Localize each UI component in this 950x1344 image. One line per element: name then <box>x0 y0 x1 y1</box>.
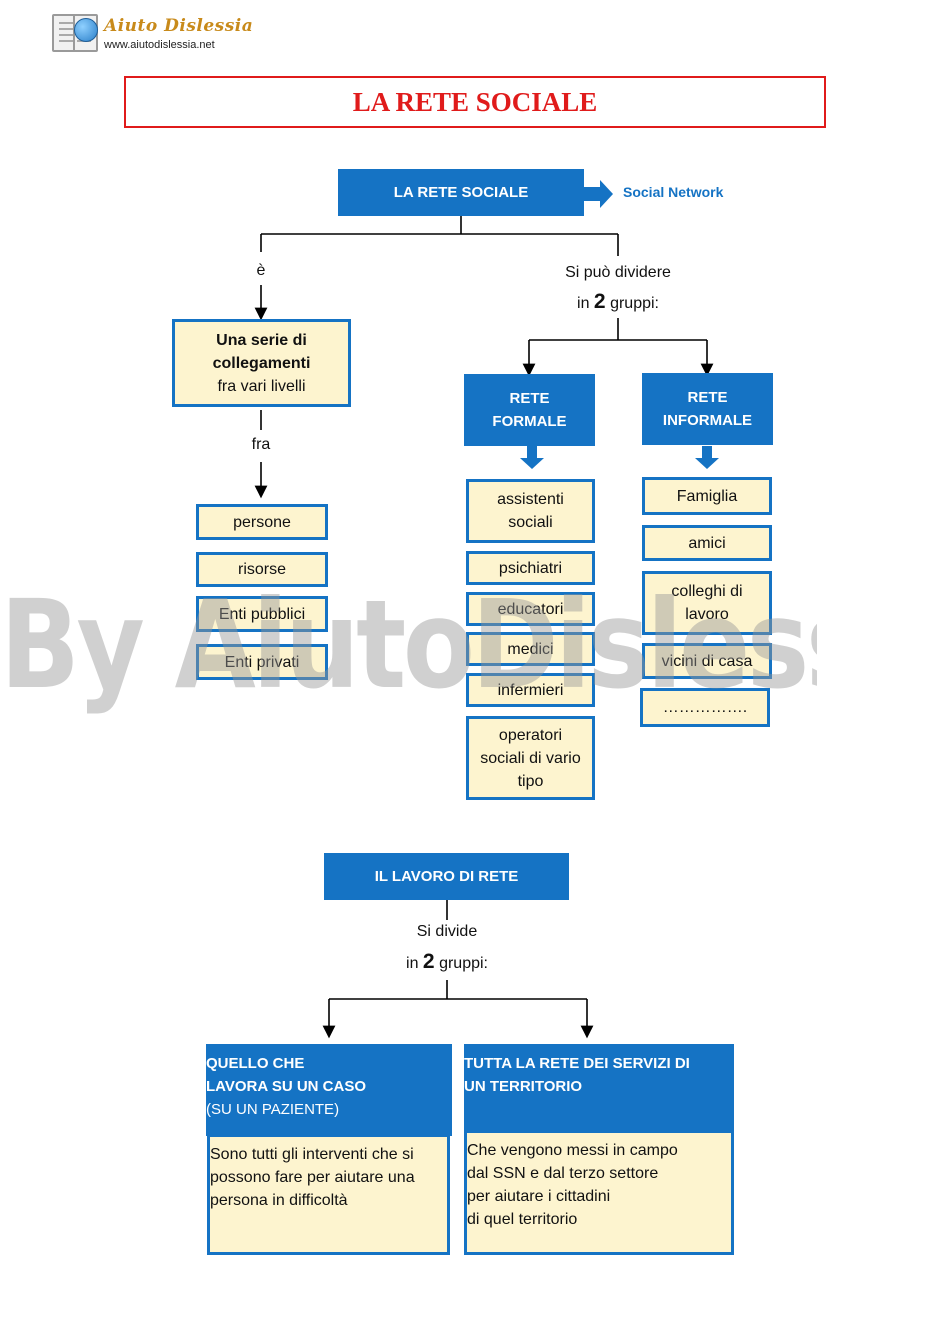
list-item-risorse: risorse <box>196 552 328 587</box>
logo-url: www.aiutodislessia.net <box>104 39 215 51</box>
caso-group-node: QUELLO CHE LAVORA SU UN CASO (SU UN PAZI… <box>206 1044 452 1136</box>
list-item-enti-pubblici: Enti pubblici <box>196 596 328 632</box>
left-connector-label: è <box>256 262 266 279</box>
formal-item-infermieri: infermieri <box>466 673 595 707</box>
informal-item-vicini: vicini di casa <box>642 643 772 679</box>
map2-group-count: 2 <box>422 950 435 973</box>
definition-line-3: fra vari livelli <box>217 377 306 395</box>
map2-connector-line1: Si divide <box>416 923 478 940</box>
between-label: fra <box>251 436 271 453</box>
formal-item-assistenti-sociali: assistenti sociali <box>466 479 595 543</box>
formal-item-psichiatri: psichiatri <box>466 551 595 585</box>
map2-connector-line2: in 2 gruppi: <box>406 950 488 973</box>
caso-description-box: Sono tutti gli interventi che si possono… <box>207 1134 450 1255</box>
lavoro-di-rete-node: IL LAVORO DI RETE <box>324 853 569 900</box>
page-title: LA RETE SOCIALE <box>352 86 598 117</box>
logo-title: Aiuto Dislessia <box>104 16 254 36</box>
definition-bold-2: collegamenti <box>212 354 311 372</box>
root-node: LA RETE SOCIALE <box>338 169 584 216</box>
formal-item-operatori: operatori sociali di vario tipo <box>466 716 595 800</box>
social-network-label: Social Network <box>623 184 724 200</box>
list-item-persone: persone <box>196 504 328 540</box>
territorio-description-box: Che vengono messi in campo dal SSN e dal… <box>464 1130 734 1255</box>
informal-item-placeholder: ……………. <box>640 688 770 727</box>
definition-bold-1: Una serie di <box>216 331 307 349</box>
social-network-arrow <box>584 180 613 208</box>
formal-item-educatori: educatori <box>466 592 595 626</box>
definition-box: Una serie di collegamenti fra vari livel… <box>172 319 351 407</box>
territorio-group-node: TUTTA LA RETE DEI SERVIZI DI UN TERRITOR… <box>464 1044 734 1132</box>
informal-item-famiglia: Famiglia <box>642 477 772 515</box>
informal-network-node: RETE INFORMALE <box>642 373 773 445</box>
right-connector-line2: in 2 gruppi: <box>577 290 659 313</box>
logo-globe-icon <box>74 18 98 42</box>
formal-down-arrow <box>520 446 544 469</box>
group-count: 2 <box>593 290 606 313</box>
right-connector-line1: Si può dividere <box>565 264 671 281</box>
informal-item-amici: amici <box>642 525 772 561</box>
list-item-enti-privati: Enti privati <box>196 644 328 680</box>
formal-item-medici: medici <box>466 632 595 666</box>
informal-item-colleghi: colleghi di lavoro <box>642 571 772 635</box>
page-title-box: LA RETE SOCIALE <box>124 76 826 128</box>
informal-down-arrow <box>695 446 719 469</box>
root-node-label: LA RETE SOCIALE <box>393 184 529 201</box>
formal-network-node: RETE FORMALE <box>464 374 595 446</box>
